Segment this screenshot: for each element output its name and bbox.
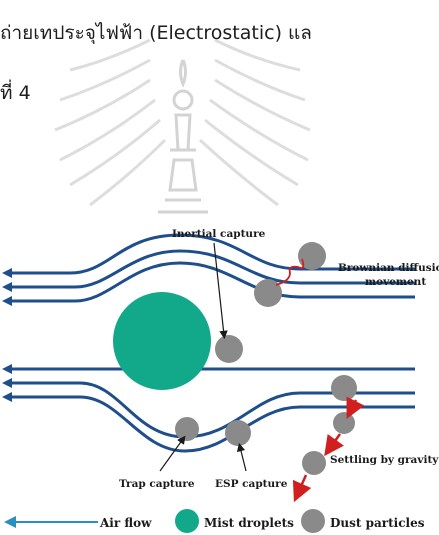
label-brownian-line1: Brownian diffusion: [338, 262, 439, 274]
document-text-line-2: ที่ 4: [0, 78, 31, 108]
dust-particle-brownian-2: [254, 279, 282, 307]
legend-dust-particles: Dust particles: [330, 516, 425, 530]
legend-air-flow: Air flow: [99, 516, 152, 530]
streamline-arrowheads: [2, 268, 12, 402]
mist-droplet: [113, 292, 211, 390]
dust-particle-inertial: [215, 335, 243, 363]
dust-particle-esp: [225, 420, 251, 446]
label-trap-capture: Trap capture: [119, 478, 195, 490]
legend-airflow-arrowhead-icon: [4, 516, 16, 528]
dust-particle-settling-2: [333, 412, 355, 434]
legend: Air flow Mist droplets Dust particles: [4, 509, 425, 533]
label-esp-capture: ESP capture: [215, 478, 288, 490]
dust-particle-settling-3: [302, 451, 326, 475]
particle-capture-diagram: Inertial capture Brownian diffusion move…: [0, 223, 439, 535]
document-text-line-1: ถ่ายเทประจุไฟฟ้า (Electrostatic) แล: [0, 18, 312, 48]
label-inertial-capture: Inertial capture: [172, 228, 266, 240]
dust-particle-trap: [175, 417, 199, 441]
dust-particle-settling-1: [331, 375, 357, 401]
legend-mist-droplet-icon: [175, 509, 199, 533]
label-brownian-line2: movement: [365, 276, 426, 288]
legend-dust-particle-icon: [301, 509, 325, 533]
dust-particle-brownian-1: [298, 242, 326, 270]
legend-mist-droplets: Mist droplets: [204, 516, 294, 530]
label-settling-by-gravity: Settling by gravity: [330, 454, 439, 466]
